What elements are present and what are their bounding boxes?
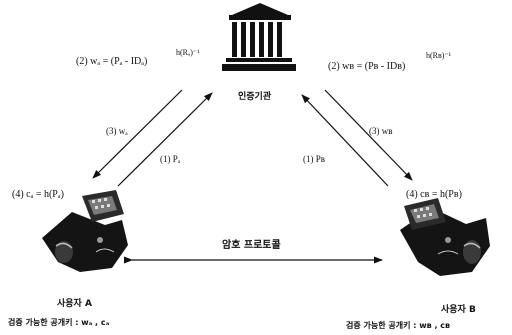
arrow-label-right-up: (1) Pʙ <box>303 154 325 164</box>
user-a-name: 사용자 A <box>57 299 92 309</box>
user-b-cert: (4) cʙ = h(Pʙ) <box>406 189 462 200</box>
arrow-right-up <box>301 94 389 187</box>
computer-user-icon <box>400 198 490 276</box>
arrow-left-down <box>92 89 183 179</box>
formula-wb-exponent: h(Rʙ)⁻¹ <box>426 51 452 60</box>
formula-wa-exponent: h(Rₐ)⁻¹ <box>176 48 200 57</box>
arrow-left-up <box>117 92 213 187</box>
computer-user-icon <box>42 190 128 272</box>
arrow-label-left-down: (3) wₐ <box>106 126 128 136</box>
arrow-label-left-up: (1) Pₐ <box>160 154 181 164</box>
formula-wb: (2) wʙ = (Pʙ - IDʙ) <box>328 61 406 72</box>
arrow-label-right-down: (3) wʙ <box>369 126 393 136</box>
user-b-name: 사용자 B <box>441 305 476 315</box>
arrow-right-down <box>324 89 413 181</box>
authority-label: 인증기관 <box>238 92 272 102</box>
protocol-label: 암호 프로토콜 <box>222 240 281 251</box>
formula-wa: (2) wₐ = (Pₐ - IDₐ) <box>76 56 148 67</box>
bank-building-icon <box>222 3 296 71</box>
user-a-cert: (4) cₐ = h(Pₐ) <box>12 189 64 200</box>
user-b-public-keys: 검증 가능한 공개키 : wʙ , cʙ <box>346 321 451 330</box>
user-a-public-keys: 검증 가능한 공개키 : wₐ , cₐ <box>8 318 110 327</box>
